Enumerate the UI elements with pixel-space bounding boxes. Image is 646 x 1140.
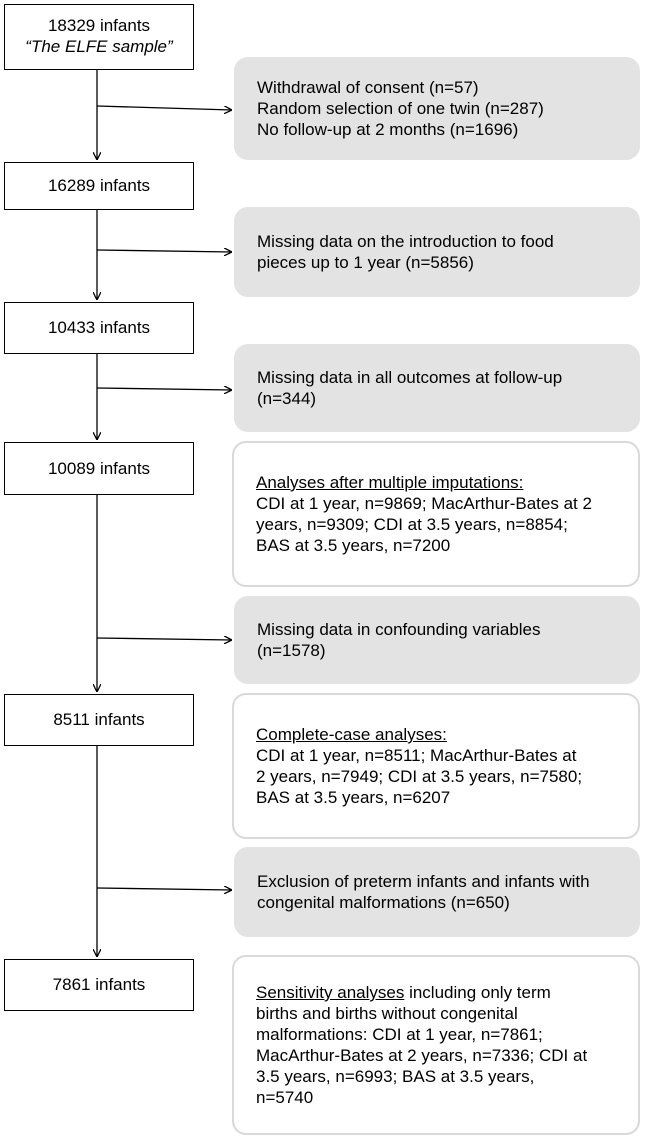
flow-box-8511: 8511 infants: [4, 694, 194, 746]
analysis-line: MacArthur-Bates at 2 years, n=7336; CDI …: [256, 1046, 588, 1065]
box-count: 18329 infants: [47, 16, 151, 35]
box-count: 10433 infants: [47, 318, 151, 337]
analysis-heading: Complete-case analyses:: [256, 725, 447, 744]
exclusion-line: Withdrawal of consent (n=57): [257, 78, 479, 97]
flow-box-18329: 18329 infants “The ELFE sample”: [4, 4, 194, 70]
exclusion-line: Missing data in all outcomes at follow-u…: [257, 368, 563, 387]
analysis-box-sensitivity: Sensitivity analyses including only term…: [232, 955, 640, 1135]
arrow-right-4: [96, 638, 232, 640]
flow-box-7861: 7861 infants: [4, 959, 194, 1011]
analysis-heading: Analyses after multiple imputations:: [256, 473, 524, 492]
exclusion-line: congenital malformations (n=650): [257, 893, 510, 912]
exclusion-line: Exclusion of preterm infants and infants…: [257, 872, 590, 891]
exclusion-line: Missing data in confounding variables: [257, 620, 541, 639]
box-count: 10089 infants: [47, 459, 151, 478]
analysis-line: 2 years, n=7949; CDI at 3.5 years, n=758…: [256, 767, 583, 786]
exclusion-line: (n=1578): [257, 641, 326, 660]
flow-box-10089: 10089 infants: [4, 442, 194, 495]
exclusion-line: Missing data on the introduction to food: [257, 232, 554, 251]
exclusion-line: Random selection of one twin (n=287): [257, 99, 544, 118]
analysis-line: BAS at 3.5 years, n=7200: [256, 536, 451, 555]
analysis-box-complete-case: Complete-case analyses: CDI at 1 year, n…: [232, 693, 640, 839]
analysis-box-imputations: Analyses after multiple imputations: CDI…: [232, 441, 640, 587]
box-count: 8511 infants: [53, 710, 145, 729]
analysis-line: n=5740: [256, 1088, 314, 1107]
analysis-line: CDI at 1 year, n=8511; MacArthur-Bates a…: [256, 746, 577, 765]
exclusion-box-1: Withdrawal of consent (n=57) Random sele…: [234, 57, 640, 160]
analysis-line: BAS at 3.5 years, n=6207: [256, 788, 451, 807]
flow-box-16289: 16289 infants: [4, 162, 194, 210]
exclusion-line: (n=344): [257, 389, 317, 408]
exclusion-line: No follow-up at 2 months (n=1696): [257, 120, 519, 139]
exclusion-box-5: Exclusion of preterm infants and infants…: [234, 847, 640, 937]
analysis-line: CDI at 1 year, n=9869; MacArthur-Bates a…: [256, 494, 592, 513]
box-count: 7861 infants: [52, 975, 146, 994]
exclusion-line: pieces up to 1 year (n=5856): [257, 253, 474, 272]
flow-box-10433: 10433 infants: [4, 302, 194, 354]
box-count: 16289 infants: [47, 176, 151, 195]
analysis-line: malformations: CDI at 1 year, n=7861;: [256, 1025, 543, 1044]
analysis-line: 3.5 years, n=6993; BAS at 3.5 years,: [256, 1067, 535, 1086]
arrow-right-1: [96, 105, 232, 110]
arrow-right-3: [96, 388, 232, 390]
exclusion-box-4: Missing data in confounding variables (n…: [234, 596, 640, 684]
analysis-line: including only term: [404, 983, 551, 1002]
analysis-heading: Sensitivity analyses: [256, 983, 405, 1002]
analysis-line: years, n=9309; CDI at 3.5 years, n=8854;: [256, 515, 568, 534]
box-subtitle: “The ELFE sample”: [25, 37, 173, 56]
exclusion-box-3: Missing data in all outcomes at follow-u…: [234, 344, 640, 432]
analysis-first-line: Sensitivity analyses including only term: [256, 982, 622, 1003]
analysis-line: births and births without congenital: [256, 1004, 518, 1023]
arrow-right-5: [96, 888, 232, 890]
exclusion-box-2: Missing data on the introduction to food…: [234, 207, 640, 297]
arrow-right-2: [96, 250, 232, 252]
